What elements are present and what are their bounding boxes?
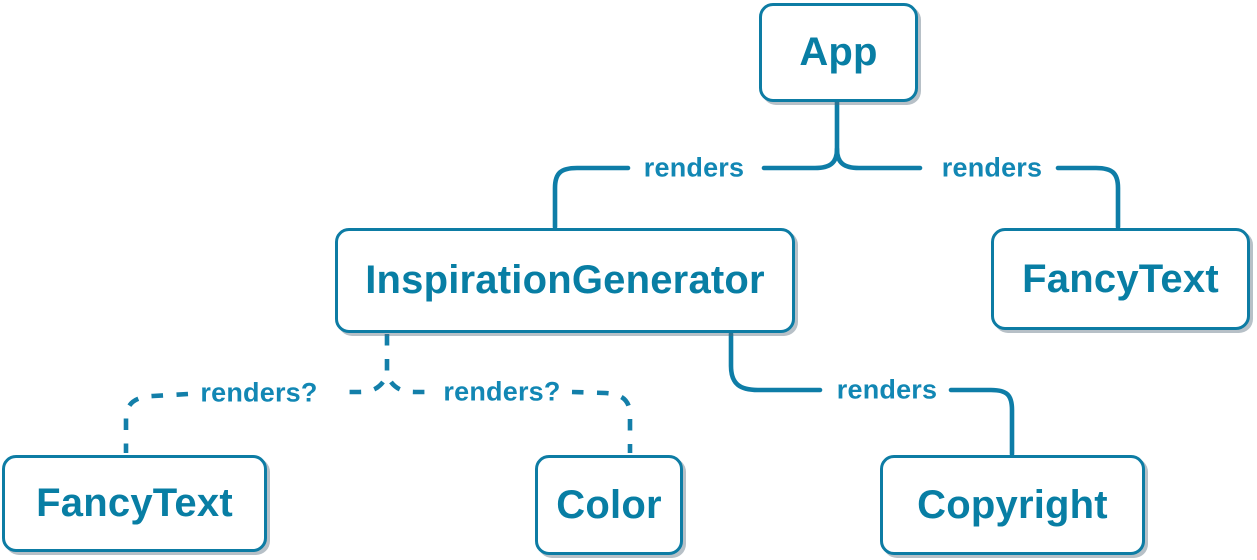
node-inspiration-generator-label: InspirationGenerator — [365, 258, 765, 302]
edge-label-renders-app-fancytext: renders — [941, 152, 1043, 183]
edge-inspirationgenerator-fancytext-left — [337, 380, 385, 395]
edge-inspirationgenerator-fancytext-left-tail — [123, 391, 189, 453]
edge-inspirationgenerator-color — [389, 380, 434, 395]
edge-app-fancytext-stem — [834, 146, 923, 171]
node-inspiration-generator: InspirationGenerator — [335, 228, 795, 333]
node-fancy-text-bottom-label: FancyText — [36, 481, 233, 525]
node-copyright: Copyright — [880, 455, 1145, 555]
edge-app-fancytext-tail — [1055, 165, 1121, 230]
edge-label-renders-app-inspirationgenerator: renders — [643, 152, 745, 183]
node-fancy-text-bottom: FancyText — [2, 455, 267, 552]
edge-label-renders-inspirationgenerator-copyright: renders — [836, 374, 938, 405]
edge-label-renders-conditional-color: renders? — [443, 376, 561, 407]
node-app-label: App — [799, 30, 878, 74]
edge-inspirationgenerator-copyright-tail — [948, 387, 1015, 457]
node-fancy-text-top-label: FancyText — [1022, 256, 1219, 301]
node-app: App — [759, 3, 918, 102]
node-color: Color — [535, 455, 683, 555]
node-color-label: Color — [556, 482, 662, 527]
edge-inspirationgenerator-copyright-stem — [728, 331, 823, 393]
edge-inspirationgenerator-color-tail — [571, 389, 633, 453]
edge-label-renders-conditional-fancytext: renders? — [200, 377, 318, 408]
edge-app-inspirationgenerator-tail — [552, 165, 631, 230]
node-fancy-text-top: FancyText — [991, 228, 1250, 330]
edge-app-inspirationgenerator-stem — [761, 97, 840, 171]
node-copyright-label: Copyright — [917, 482, 1108, 527]
